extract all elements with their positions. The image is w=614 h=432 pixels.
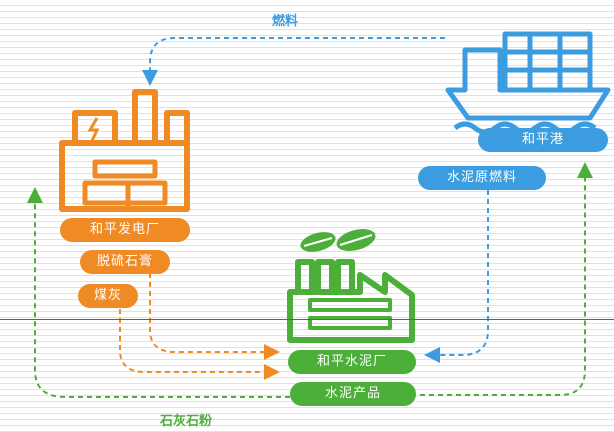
divider-line — [0, 319, 614, 320]
cement-plant-pill: 和平水泥厂 — [288, 350, 416, 374]
limestone-flow-arrow — [27, 187, 290, 398]
fly-ash-pill: 煤灰 — [78, 284, 138, 308]
gypsum-flow-arrow — [149, 273, 280, 360]
fuel-flow-arrow — [142, 37, 445, 86]
power-plant-icon — [59, 89, 190, 212]
limestone-powder-label: 石灰石粉 — [160, 414, 213, 429]
leaf-icon — [300, 229, 376, 252]
port-to-cement-arrow — [424, 190, 489, 363]
fuel-label: 燃料 — [272, 14, 299, 29]
cement-products-pill: 水泥产品 — [290, 382, 416, 406]
ship-icon — [445, 31, 611, 135]
power-plant-pill: 和平发电厂 — [60, 218, 190, 242]
flyash-flow-arrow — [119, 300, 280, 380]
cement-plant-icon — [287, 259, 415, 343]
products-to-port-arrow — [420, 162, 593, 396]
lightning-icon — [87, 117, 100, 142]
port-pill: 和平港 — [478, 128, 608, 152]
desulfurized-gypsum-pill: 脱硫石膏 — [80, 250, 170, 274]
cement-fuel-pill: 水泥原燃料 — [418, 166, 546, 190]
